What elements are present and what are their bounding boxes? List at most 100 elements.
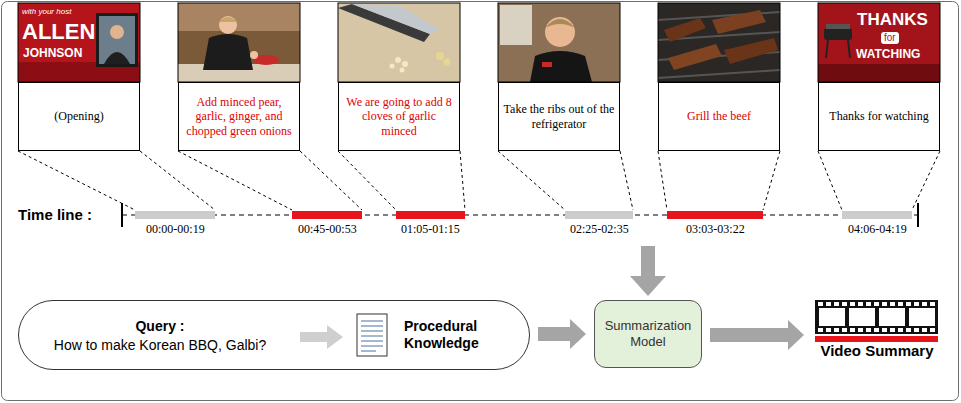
document-icon bbox=[361, 346, 383, 347]
query-pill: Query :How to make Korean BBQ, Galbi?Pro… bbox=[18, 300, 530, 370]
film-icon bbox=[914, 302, 919, 306]
time-line bbox=[122, 203, 918, 227]
host-photo bbox=[545, 17, 575, 47]
garlic-photo bbox=[338, 3, 460, 82]
query-arrow bbox=[300, 325, 343, 349]
opening-photo bbox=[104, 52, 130, 64]
opening-photo bbox=[18, 3, 140, 82]
leader-line bbox=[460, 151, 465, 210]
film-icon bbox=[898, 328, 903, 332]
caption-text: Grill the beef bbox=[687, 109, 751, 123]
host-name: ALLEN bbox=[22, 19, 95, 44]
time-segment bbox=[396, 211, 465, 219]
leader-line bbox=[912, 151, 940, 210]
flow-arrow bbox=[710, 320, 804, 350]
summary-text: Video Summary bbox=[812, 342, 942, 359]
caption-text: We are going to add 8 cloves of garlic m… bbox=[343, 95, 455, 138]
summarization-model-box: Summarization Model bbox=[594, 300, 702, 368]
cooking-photo bbox=[219, 16, 237, 34]
film-icon bbox=[818, 302, 823, 306]
film-icon bbox=[850, 328, 855, 332]
host-photo bbox=[500, 5, 532, 45]
leader-line bbox=[620, 151, 633, 210]
caption-text: Take the ribs out of the refrigerator bbox=[503, 102, 615, 131]
film-icon bbox=[874, 328, 879, 332]
film-icon bbox=[930, 302, 935, 306]
time-label: 04:06-04:19 bbox=[848, 223, 907, 237]
garlic-photo bbox=[338, 3, 460, 82]
cooking-photo bbox=[178, 3, 300, 82]
film-icon bbox=[866, 302, 871, 306]
model-text: Summarization Model bbox=[599, 318, 697, 351]
thanks-photo bbox=[818, 3, 940, 82]
query-text-group: Query : How to make Korean BBQ, Galbi? bbox=[19, 301, 301, 369]
time-line bbox=[122, 215, 918, 216]
garlic-photo bbox=[400, 68, 405, 73]
caption-text: Add minced pear, garlic, ginger, and cho… bbox=[183, 95, 295, 138]
film-icon bbox=[826, 328, 831, 332]
garlic-photo bbox=[436, 52, 444, 60]
film-icon bbox=[906, 328, 911, 332]
axis-title: Time line : bbox=[18, 206, 92, 223]
leader-line bbox=[763, 151, 780, 210]
flow-arrow bbox=[538, 319, 586, 349]
cooking-photo bbox=[203, 34, 253, 70]
cooking-photo bbox=[178, 3, 300, 31]
film-icon bbox=[882, 302, 887, 306]
time-segment bbox=[565, 211, 633, 219]
grill-photo bbox=[658, 3, 780, 82]
time-label: 02:25-02:35 bbox=[570, 223, 629, 237]
film-icon bbox=[834, 302, 839, 306]
film-icon bbox=[815, 336, 938, 342]
document-icon bbox=[357, 314, 387, 356]
film-icon bbox=[819, 308, 845, 326]
garlic-photo bbox=[338, 3, 460, 82]
cooking-photo bbox=[178, 3, 300, 82]
film-icon bbox=[815, 300, 938, 342]
opening-photo bbox=[18, 3, 140, 82]
time-label: 00:00-00:19 bbox=[146, 223, 205, 237]
caption-box: We are going to add 8 cloves of garlic m… bbox=[338, 82, 460, 151]
grill-photo bbox=[658, 70, 780, 78]
garlic-photo bbox=[352, 4, 440, 34]
leader-line bbox=[498, 151, 565, 210]
garlic-photo bbox=[444, 59, 451, 66]
film-icon bbox=[906, 302, 911, 306]
opening-photo bbox=[96, 13, 138, 67]
film-icon bbox=[874, 302, 879, 306]
host-photo bbox=[530, 51, 592, 82]
grill-photo bbox=[712, 10, 766, 34]
leader-line bbox=[140, 151, 215, 210]
thanks-photo bbox=[826, 24, 850, 29]
leader-line bbox=[300, 151, 362, 210]
film-icon bbox=[858, 328, 863, 332]
film-icon bbox=[922, 328, 927, 332]
time-segment bbox=[667, 211, 763, 219]
query-heading: Query : bbox=[135, 318, 184, 334]
opening-photo bbox=[18, 3, 140, 82]
caption-box: Thanks for watching bbox=[818, 82, 940, 151]
document-icon bbox=[357, 314, 387, 356]
film-icon bbox=[850, 302, 855, 306]
opening-photo bbox=[99, 16, 135, 64]
film-icon bbox=[849, 308, 875, 326]
host-photo bbox=[498, 3, 620, 82]
caption-text: (Opening) bbox=[54, 109, 103, 123]
host-caption: with your host bbox=[22, 7, 71, 16]
leader-line bbox=[818, 151, 842, 210]
document-icon bbox=[361, 331, 383, 332]
cooking-photo bbox=[219, 17, 237, 22]
film-icon bbox=[826, 302, 831, 306]
film-icon bbox=[858, 302, 863, 306]
film-icon bbox=[882, 328, 887, 332]
document-icon bbox=[361, 321, 383, 351]
query-text: How to make Korean BBQ, Galbi? bbox=[54, 337, 266, 353]
time-label: 03:03-03:22 bbox=[686, 223, 745, 237]
film-icon bbox=[818, 302, 935, 332]
grill-photo bbox=[664, 18, 706, 42]
film-icon bbox=[879, 308, 905, 326]
film-icon bbox=[834, 328, 839, 332]
film-icon bbox=[909, 308, 935, 326]
garlic-photo bbox=[395, 57, 401, 63]
